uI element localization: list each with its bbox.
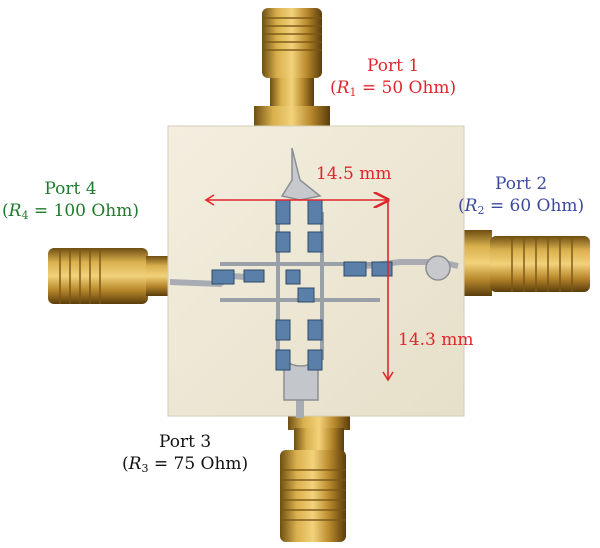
port-3-resistor-value: = 75 Ohm [148,454,242,474]
port-4-resistor-subscript: 4 [21,209,29,222]
port-3-label: Port 3 (R3 = 75 Ohm) [122,431,248,480]
port-4-resistance: (R4 = 100 Ohm) [2,201,140,222]
port-3-name: Port 3 [159,432,212,452]
port-4-resistor-value: = 100 Ohm [28,201,133,221]
port-2-name: Port 2 [495,174,548,194]
port-2-label: Port 2 (R2 = 60 Ohm) [458,173,584,222]
port-1-name: Port 1 [367,56,420,76]
bottom-sma-connector [280,408,350,542]
width-dimension-arrow [204,195,388,205]
port-3-resistor-symbol: R [128,454,142,474]
port-1-label: Port 1 (R1 = 50 Ohm) [330,55,456,104]
port-1-resistance: (R1 = 50 Ohm) [330,78,457,99]
height-dimension-label: 14.3 mm [398,330,474,350]
left-sma-connector [48,248,170,304]
right-sma-connector [456,230,590,296]
port-2-resistance: (R2 = 60 Ohm) [458,196,585,217]
port-4-name: Port 4 [44,179,97,199]
port-1-resistor-subscript: 1 [349,86,357,99]
port-4-label: Port 4 (R4 = 100 Ohm) [2,178,139,227]
port-2-resistor-value: = 60 Ohm [484,196,578,216]
port-2-resistor-subscript: 2 [477,204,485,217]
port-1-resistor-value: = 50 Ohm [356,78,450,98]
width-dimension-label: 14.5 mm [316,164,392,184]
port-4-resistor-symbol: R [8,201,22,221]
smd-components [211,199,393,371]
port-3-resistance: (R3 = 75 Ohm) [122,454,249,475]
port-3-resistor-subscript: 3 [141,462,149,475]
height-dimension-arrow [382,200,394,382]
port-2-resistor-symbol: R [464,196,478,216]
port-1-resistor-symbol: R [336,78,350,98]
